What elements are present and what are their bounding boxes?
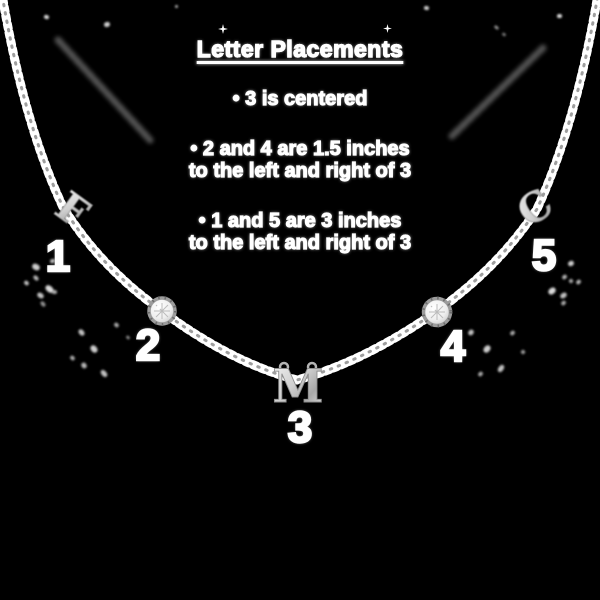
position-label-3: 3 xyxy=(286,402,313,454)
charm-3-letter-glyph: M xyxy=(273,359,324,413)
charm-4-bezel-diamond xyxy=(421,296,453,328)
bullet-2-and-4: • 2 and 4 are 1.5 inches to the left and… xyxy=(0,137,600,182)
sparkle-dot xyxy=(52,290,57,294)
blurred-chain-reflection-left xyxy=(54,36,154,144)
necklace-chain xyxy=(0,0,600,385)
instructions-title: Letter Placements xyxy=(196,35,404,62)
position-label-2: 2 xyxy=(134,320,161,372)
position-label-5: 5 xyxy=(530,230,557,282)
position-label-1: 1 xyxy=(44,231,71,283)
sparkle-star-icon xyxy=(218,24,228,34)
sparkle-star-icon xyxy=(383,24,392,33)
charm-3-gothic-letter-m: M xyxy=(272,359,324,414)
bullet-2-line-2: to the left and right of 3 xyxy=(188,159,412,182)
bullet-1-and-5: • 1 and 5 are 3 inches to the left and r… xyxy=(0,209,600,254)
sparkle-dot xyxy=(557,14,562,18)
bullet-3-line-1: • 1 and 5 are 3 inches xyxy=(198,209,402,232)
blurred-chain-reflection-right xyxy=(448,44,547,140)
bullet-2-line-1: • 2 and 4 are 1.5 inches xyxy=(190,137,411,160)
position-label-4: 4 xyxy=(439,321,466,373)
sparkle-dot xyxy=(175,5,178,8)
bullet-3-line-2: to the left and right of 3 xyxy=(188,231,412,254)
charm-2-bezel-diamond xyxy=(147,296,177,326)
bullet-3-centered: • 3 is centered xyxy=(232,87,368,110)
